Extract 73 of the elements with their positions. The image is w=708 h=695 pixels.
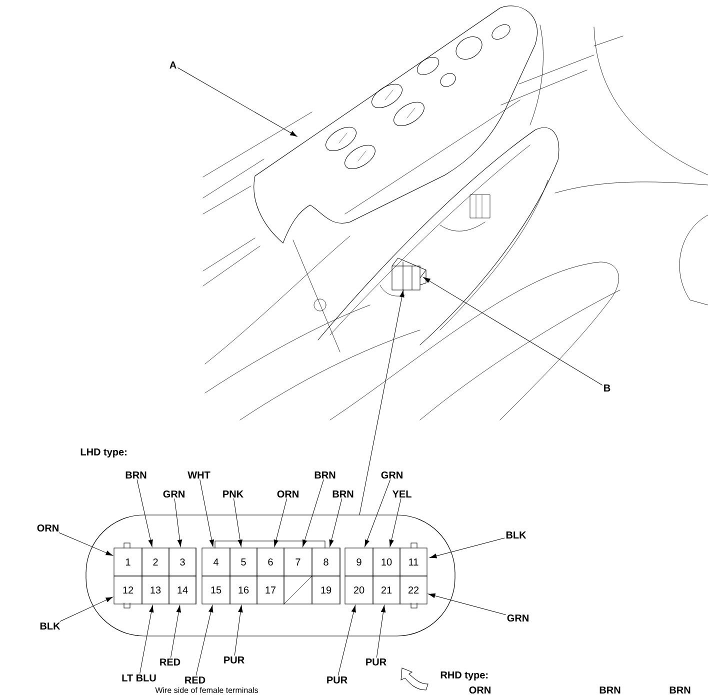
wire-color-label: GRN bbox=[381, 471, 402, 479]
wire-color-label: BLK bbox=[40, 622, 60, 630]
wire-color-label: RED bbox=[160, 658, 180, 666]
wire-color-label: BRN bbox=[314, 472, 336, 478]
arrow bbox=[196, 605, 214, 676]
pin-cell: 2 bbox=[142, 548, 170, 576]
connector-outline bbox=[86, 514, 456, 636]
pin-cell: 7 bbox=[284, 548, 312, 576]
arrow bbox=[302, 479, 324, 547]
pin-cell: 15 bbox=[202, 576, 230, 604]
callout-letter: A bbox=[170, 62, 176, 68]
pin-cell: 12 bbox=[114, 576, 142, 604]
callout-letter: B bbox=[604, 384, 610, 392]
wire-color-label: YEL bbox=[392, 490, 412, 498]
wire-color-label: ORN bbox=[277, 490, 298, 498]
arrow bbox=[389, 498, 402, 547]
pin-cell: 10 bbox=[372, 548, 400, 576]
pin-cell: 1 bbox=[114, 548, 142, 576]
wire-color-label: PUR bbox=[366, 658, 386, 666]
pin-cell: 20 bbox=[344, 576, 374, 604]
pin-cell bbox=[284, 576, 312, 604]
wire-color-label: BRN bbox=[126, 472, 146, 478]
connector-drawing bbox=[392, 258, 426, 290]
arrow bbox=[430, 538, 505, 558]
pin-cell: 19 bbox=[312, 576, 340, 604]
arrow bbox=[376, 605, 386, 658]
arrow bbox=[234, 605, 243, 656]
arrow bbox=[338, 605, 356, 676]
wire-color-label: RED bbox=[185, 676, 206, 684]
wire-color-label: LT BLU bbox=[122, 674, 156, 682]
wire-color-label: PNK bbox=[223, 490, 244, 498]
wire-color-label: PUR bbox=[327, 676, 348, 684]
arrow bbox=[274, 498, 288, 547]
arrow bbox=[170, 605, 182, 658]
caption-note: Wire side of female terminals bbox=[155, 687, 258, 693]
wire-color-label: BRN bbox=[600, 686, 620, 694]
wire-color-label: WHT bbox=[188, 472, 210, 478]
arrow bbox=[60, 596, 113, 622]
pin-cell: 4 bbox=[202, 548, 230, 576]
pin-cell: 21 bbox=[372, 576, 400, 604]
wire-color-label: BLK bbox=[506, 532, 526, 538]
wire-color-label: BRN bbox=[670, 686, 690, 694]
pin-cell: 9 bbox=[344, 548, 374, 576]
section-heading: LHD type: bbox=[80, 448, 126, 458]
arrow bbox=[359, 290, 404, 515]
arrow bbox=[136, 479, 153, 547]
arrow bbox=[428, 593, 506, 615]
wire-color-label: GRN bbox=[163, 490, 184, 498]
pin-cell: 17 bbox=[256, 576, 284, 604]
wire-color-label: GRN bbox=[507, 614, 528, 622]
pin-cell: 13 bbox=[142, 576, 170, 604]
pin-cell: 6 bbox=[256, 548, 284, 576]
pin-cell: 16 bbox=[230, 576, 258, 604]
arrow bbox=[58, 532, 113, 556]
wire-color-label: PUR bbox=[224, 656, 244, 664]
arrow bbox=[200, 479, 214, 547]
wire-color-label: ORN bbox=[37, 524, 58, 532]
pin-cell: 8 bbox=[312, 548, 340, 576]
leader-line bbox=[423, 277, 602, 386]
arrow bbox=[233, 498, 242, 547]
arrow bbox=[364, 480, 390, 547]
arrow bbox=[140, 605, 154, 674]
pin-cell: 11 bbox=[400, 548, 428, 576]
pin-cell: 5 bbox=[230, 548, 258, 576]
arrow bbox=[174, 498, 182, 547]
leader-line bbox=[178, 68, 298, 137]
pin-cell: 14 bbox=[168, 576, 196, 604]
wire-color-label: BRN bbox=[332, 490, 354, 498]
wire-color-label: ORN bbox=[469, 686, 490, 694]
section-heading: RHD type: bbox=[440, 672, 488, 680]
pin-cell: 22 bbox=[400, 576, 428, 604]
pin-cell: 3 bbox=[168, 548, 196, 576]
arrow bbox=[329, 498, 342, 547]
